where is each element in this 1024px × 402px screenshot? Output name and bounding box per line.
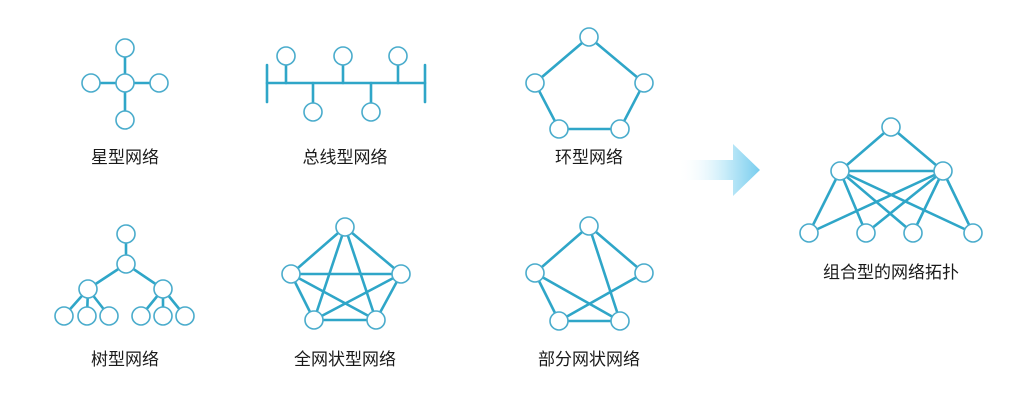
label-hybrid: 组合型的网络拓扑 — [823, 263, 959, 283]
label-bus: 总线型网络 — [302, 148, 388, 168]
star-node-left — [81, 73, 101, 93]
star-topology — [81, 38, 169, 130]
star-node-bottom — [115, 110, 135, 130]
star-node-right — [149, 73, 169, 93]
label-partial-mesh: 部分网状网络 — [538, 350, 640, 370]
hybrid-topology — [799, 117, 983, 243]
bus-topology — [265, 46, 427, 122]
partial-mesh-topology — [525, 216, 654, 331]
arrow-icon — [678, 144, 760, 196]
label-full-mesh: 全网状型网络 — [294, 350, 396, 370]
star-node-hub — [115, 73, 135, 93]
tree-topology — [54, 224, 195, 326]
full-mesh-topology — [281, 217, 411, 330]
ring-topology — [525, 27, 654, 139]
label-tree: 树型网络 — [91, 350, 159, 370]
label-ring: 环型网络 — [555, 148, 623, 168]
label-star: 星型网络 — [91, 148, 159, 168]
star-node-top — [115, 38, 135, 58]
